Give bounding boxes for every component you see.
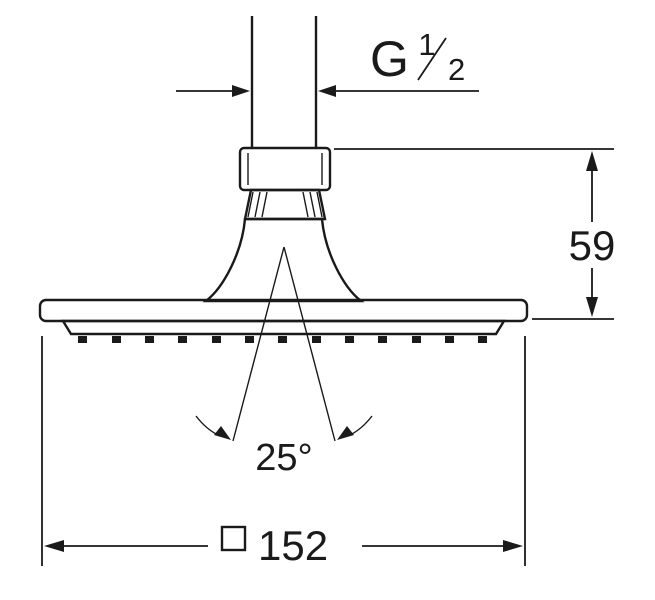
thread-label-numerator: 1: [418, 27, 435, 62]
fraction-slash-line: [417, 37, 447, 81]
arrowhead-right: [232, 85, 250, 97]
white-square-icon: [220, 525, 247, 552]
thread-label-denominator: 2: [448, 52, 465, 87]
shower-head-outline: [38, 16, 529, 343]
nozzle: [78, 336, 87, 343]
nozzle: [378, 336, 387, 343]
supply-pipe: [250, 16, 318, 148]
nozzle: [212, 336, 221, 343]
arrowhead-down: [586, 297, 598, 317]
connector-block: [238, 146, 332, 192]
arrowhead-left: [44, 540, 64, 552]
nozzle: [445, 336, 454, 343]
thread-label-prefix: G: [370, 31, 409, 87]
face-band: [60, 319, 507, 336]
thread-dimension: G 1 2: [176, 27, 479, 97]
arrowhead-right: [503, 540, 523, 552]
arrowhead-left: [318, 85, 336, 97]
spray-line-right: [283, 246, 336, 442]
nozzle: [312, 336, 321, 343]
nozzle: [112, 336, 121, 343]
nozzle: [478, 336, 487, 343]
angle-arrowhead-left: [214, 426, 231, 440]
arrowhead-up: [586, 151, 598, 171]
nozzle: [178, 336, 187, 343]
height-value: 59: [569, 222, 616, 269]
spray-line-left: [232, 246, 285, 442]
width-value: 152: [258, 522, 328, 569]
nozzle: [412, 336, 421, 343]
head-plate: [38, 298, 529, 323]
spray-angle-value: 25°: [255, 437, 312, 479]
width-dimension: 152: [41, 336, 526, 569]
nozzle-row: [78, 336, 487, 343]
nozzle: [345, 336, 354, 343]
angle-arrow-arc-right: [349, 415, 373, 436]
nozzle: [245, 336, 254, 343]
nozzle: [278, 336, 287, 343]
spray-angle-annotation: 25°: [195, 246, 373, 479]
cone-body: [202, 217, 365, 303]
nozzle: [145, 336, 154, 343]
height-dimension: 59: [334, 148, 616, 320]
angle-arrowhead-right: [337, 426, 354, 440]
angle-arrow-arc-left: [195, 415, 219, 436]
collar-nut: [243, 188, 327, 221]
